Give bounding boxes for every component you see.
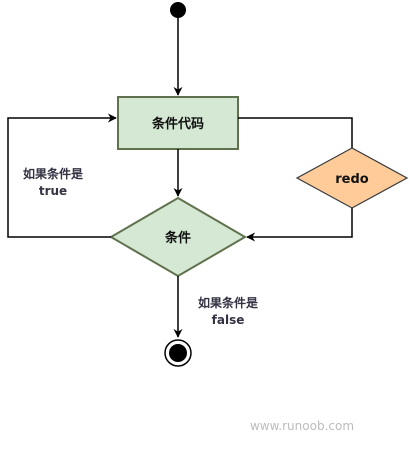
edge-redo-to-decision (246, 208, 353, 242)
decision-label: 条件 (165, 230, 191, 246)
false-edge-label-line2: false (212, 313, 245, 327)
redo-label: redo (335, 172, 369, 187)
false-edge-label-line1: 如果条件是 (198, 295, 259, 310)
true-edge-label-line2: true (39, 184, 67, 198)
end-node-inner (169, 344, 187, 362)
true-edge-label-line1: 如果条件是 (23, 166, 84, 181)
edge-process-to-redo (238, 117, 353, 148)
watermark: www.runoob.com (250, 419, 354, 433)
edge-true-loop (7, 113, 117, 238)
start-node (170, 2, 186, 18)
process-label: 条件代码 (152, 116, 204, 132)
